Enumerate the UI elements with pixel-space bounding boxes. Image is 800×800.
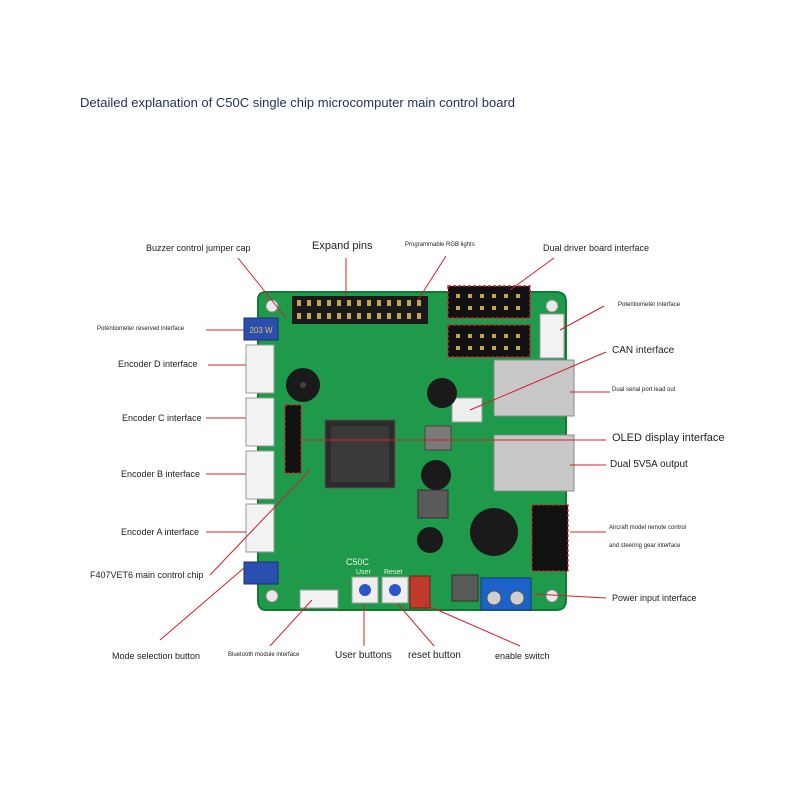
capacitor-220-b	[421, 460, 451, 490]
label-power-input: Power input interface	[612, 593, 697, 603]
label-main-chip: F407VET6 main control chip	[90, 570, 204, 580]
can-connector	[451, 397, 483, 423]
silk-c50c: C50C	[346, 557, 370, 567]
mount-hole-bl	[265, 589, 279, 603]
encoder-c-connector	[245, 397, 275, 447]
oled-header	[284, 404, 302, 474]
driver-pins	[456, 294, 520, 350]
encoder-b-connector	[245, 450, 275, 500]
expand-pins	[297, 300, 421, 319]
capacitor-330	[470, 508, 518, 556]
bluetooth-connector	[299, 589, 339, 609]
label-pot-interface: Potentiometer interface	[618, 302, 681, 308]
page-title: Detailed explanation of C50C single chip…	[80, 95, 516, 110]
label-oled: OLED display interface	[612, 432, 725, 444]
inductor-1	[424, 425, 452, 451]
label-bluetooth: Bluetooth module interface	[228, 652, 300, 658]
potentiometer-top	[243, 317, 279, 341]
label-encoder-b: Encoder B interface	[121, 469, 201, 479]
driver-header-bottom	[447, 324, 531, 358]
leader-lines	[159, 255, 610, 647]
capacitor-220-c	[417, 527, 443, 553]
silk-user: User	[356, 569, 371, 576]
label-user-buttons: User buttons	[335, 650, 392, 661]
label-expand-pins: Expand pins	[312, 240, 373, 252]
enable-switch-body	[409, 575, 431, 609]
label-encoder-a: Encoder A interface	[121, 527, 200, 537]
potentiometer-bottom	[243, 561, 279, 585]
potentiometer-connector	[539, 313, 565, 359]
mount-hole-br	[545, 589, 559, 603]
label-mode-button: Mode selection button	[112, 651, 201, 661]
label-reset-button: reset button	[408, 650, 461, 661]
serial-port-bottom	[493, 434, 575, 492]
encoder-a-connector	[245, 503, 275, 553]
label-dual-5v5a: Dual 5V5A output	[610, 459, 688, 470]
inductor-3	[451, 574, 479, 602]
pot-silk: 203 W	[249, 326, 273, 335]
label-dual-driver: Dual driver board interface	[543, 243, 650, 253]
label-dual-serial: Dual serial port lead out	[612, 387, 676, 393]
label-encoder-c: Encoder C interface	[122, 413, 202, 423]
label-can: CAN interface	[612, 345, 675, 356]
driver-header-top	[447, 285, 531, 319]
label-encoder-d: Encoder D interface	[118, 359, 198, 369]
aircraft-header	[531, 504, 569, 572]
label-buzzer-jumper: Buzzer control jumper cap	[146, 243, 251, 253]
silk-reset: Reset	[384, 569, 402, 576]
label-pot-reserved: Potentiometer reserved interface	[97, 326, 185, 332]
capacitor-220-a	[427, 378, 457, 408]
label-enable-switch: enable switch	[495, 651, 550, 661]
label-aircraft-2: and steering gear interface	[609, 543, 681, 549]
inductor-2	[417, 489, 449, 519]
serial-port-top	[493, 359, 575, 417]
label-rgb-lights: Programmable RGB lights	[405, 242, 475, 248]
encoder-d-connector	[245, 344, 275, 394]
mount-hole-tr	[545, 299, 559, 313]
label-aircraft-1: Aircraft model remote control	[609, 525, 687, 531]
